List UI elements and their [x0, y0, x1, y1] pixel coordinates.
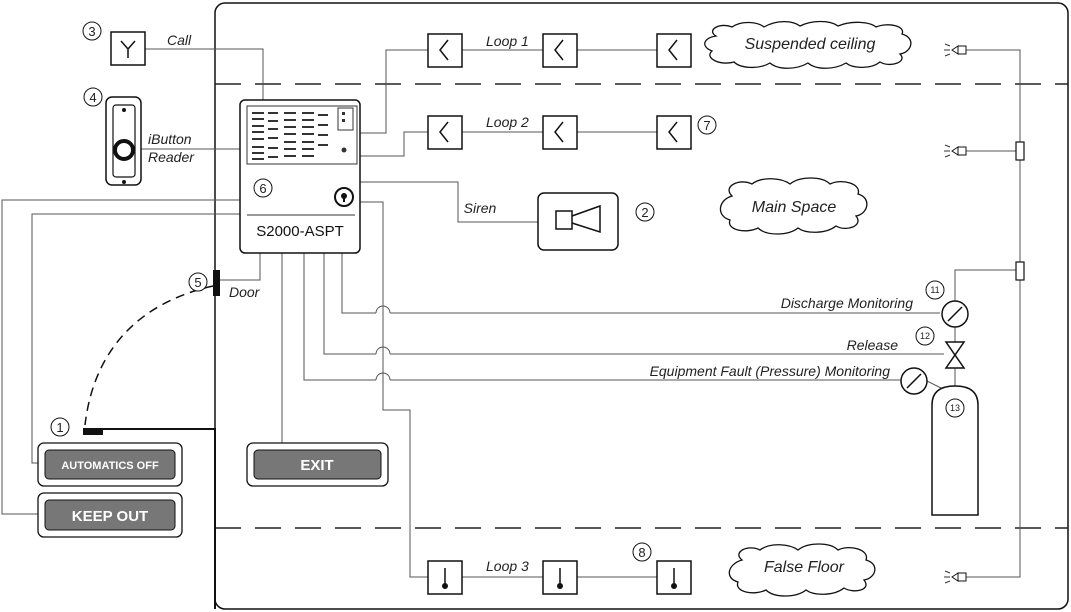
nozzles — [944, 43, 967, 584]
marker-2: 2 — [641, 205, 648, 220]
cloud-false-floor — [728, 543, 876, 597]
controller-unit — [239, 99, 361, 254]
marker-1: 1 — [56, 420, 63, 435]
marker-6: 6 — [259, 181, 266, 196]
door-wall — [103, 428, 216, 609]
door-contact-lower — [83, 428, 103, 435]
wiring — [1, 48, 1021, 578]
release-valve — [944, 341, 966, 369]
controller-name: S2000-ASPT — [256, 223, 344, 240]
manual-call-point — [110, 31, 146, 66]
marker-13: 13 — [950, 403, 960, 413]
exit-board — [246, 442, 389, 487]
keep-out-board — [37, 492, 183, 538]
exit-text: EXIT — [300, 457, 333, 474]
pipe-fittings — [1015, 141, 1025, 281]
zone-ceiling-label: Suspended ceiling — [745, 36, 876, 53]
discharge-label: Discharge Monitoring — [781, 295, 913, 311]
detectors-loop-2 — [427, 115, 692, 150]
zone-floor-label: False Floor — [764, 559, 845, 576]
ibutton-reader — [105, 96, 142, 186]
door-swing-arc — [84, 285, 214, 426]
automatics-off-board — [37, 442, 183, 487]
discharge-pressure-switch — [941, 300, 969, 328]
pressure-gauge — [900, 367, 928, 395]
automatics-off-text: AUTOMATICS OFF — [61, 460, 159, 472]
marker-4: 4 — [89, 90, 96, 105]
siren — [537, 192, 619, 251]
loop-3-label: Loop 3 — [486, 558, 529, 574]
marker-11: 11 — [930, 285, 939, 295]
marker-12: 12 — [920, 331, 930, 341]
detectors-loop-3 — [427, 560, 692, 595]
zone-main-label: Main Space — [752, 199, 837, 216]
reader-label: Reader — [148, 149, 195, 165]
loop-2-label: Loop 2 — [486, 114, 529, 130]
door-contact — [213, 270, 220, 296]
cloud-main-space — [719, 177, 868, 235]
keep-out-text: KEEP OUT — [72, 508, 148, 525]
detectors-loop-1 — [427, 33, 692, 68]
marker-3: 3 — [88, 24, 95, 39]
marker-8: 8 — [638, 545, 645, 560]
marker-5: 5 — [194, 275, 201, 290]
room-outline — [214, 2, 1069, 610]
marker-7: 7 — [703, 118, 710, 133]
pressure-label: Equipment Fault (Pressure) Monitoring — [650, 363, 891, 379]
call-label: Call — [167, 32, 192, 48]
ibutton-label: iButton — [148, 131, 192, 147]
number-markers — [50, 21, 965, 562]
siren-label: Siren — [464, 200, 497, 216]
door-label: Door — [229, 284, 261, 300]
release-label: Release — [847, 337, 899, 353]
cloud-suspended-ceiling — [704, 20, 912, 69]
gas-cylinder — [931, 385, 979, 516]
loop-1-label: Loop 1 — [486, 33, 529, 49]
